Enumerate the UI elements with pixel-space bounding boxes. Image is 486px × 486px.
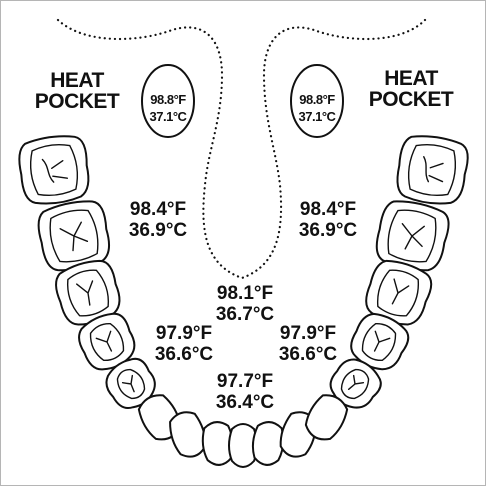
molar-left-4 [78, 312, 136, 371]
reading-left-upper-f: 98.4°F [129, 199, 187, 220]
reading-left-lower: 97.9°F 36.6°C [144, 324, 224, 364]
molar-right-5 [329, 358, 382, 409]
pocket-oval-right-temp: 98.8°F 37.1°C [289, 93, 345, 123]
pocket-oval-right-f: 98.8°F [299, 92, 335, 107]
reading-left-lower-f: 97.9°F [155, 323, 213, 344]
reading-front-c: 36.4°C [215, 392, 275, 413]
heat-pocket-oval-left [141, 64, 195, 138]
front-teeth-row [137, 394, 349, 468]
heat-pocket-label-right: HEAT POCKET [356, 68, 466, 110]
reading-right-lower: 97.9°F 36.6°C [268, 324, 348, 364]
reading-right-upper-f: 98.4°F [299, 199, 357, 220]
tongue-outline-dotted [56, 18, 427, 280]
pocket-oval-left-f: 98.8°F [150, 92, 186, 107]
heat-pocket-right-line2: POCKET [368, 88, 454, 111]
heat-pocket-left-line2: POCKET [34, 90, 120, 113]
heat-pocket-right-line1: HEAT [384, 67, 438, 90]
reading-front: 97.7°F 36.4°C [205, 372, 285, 412]
molar-right-1 [396, 135, 469, 205]
incisor-4 [228, 423, 258, 468]
heat-pocket-oval-right [290, 64, 344, 138]
pocket-oval-left-temp: 98.8°F 37.1°C [140, 93, 196, 123]
reading-center: 98.1°F 36.7°C [205, 284, 285, 324]
incisor-5 [251, 421, 285, 466]
right-teeth-row [329, 135, 469, 409]
reading-center-f: 98.1°F [216, 283, 274, 304]
reading-left-upper-c: 36.9°C [128, 220, 188, 241]
heat-pocket-label-left: HEAT POCKET [22, 70, 132, 112]
reading-left-upper: 98.4°F 36.9°C [118, 200, 198, 240]
molar-right-4 [350, 312, 410, 371]
pocket-oval-right-c: 37.1°C [298, 109, 336, 124]
pocket-oval-left-c: 37.1°C [149, 109, 187, 124]
reading-right-lower-f: 97.9°F [279, 323, 337, 344]
reading-front-f: 97.7°F [216, 371, 274, 392]
molar-left-5 [105, 357, 156, 410]
molar-right-3 [365, 259, 433, 326]
reading-right-upper-c: 36.9°C [298, 220, 358, 241]
reading-center-c: 36.7°C [215, 304, 275, 325]
molar-right-2 [375, 200, 450, 272]
incisor-7 [304, 394, 349, 441]
reading-right-lower-c: 36.6°C [278, 344, 338, 365]
heat-pocket-left-line1: HEAT [50, 69, 104, 92]
reading-left-lower-c: 36.6°C [154, 344, 214, 365]
molar-left-1 [18, 135, 90, 205]
left-teeth-row [18, 135, 156, 410]
reading-right-upper: 98.4°F 36.9°C [288, 200, 368, 240]
